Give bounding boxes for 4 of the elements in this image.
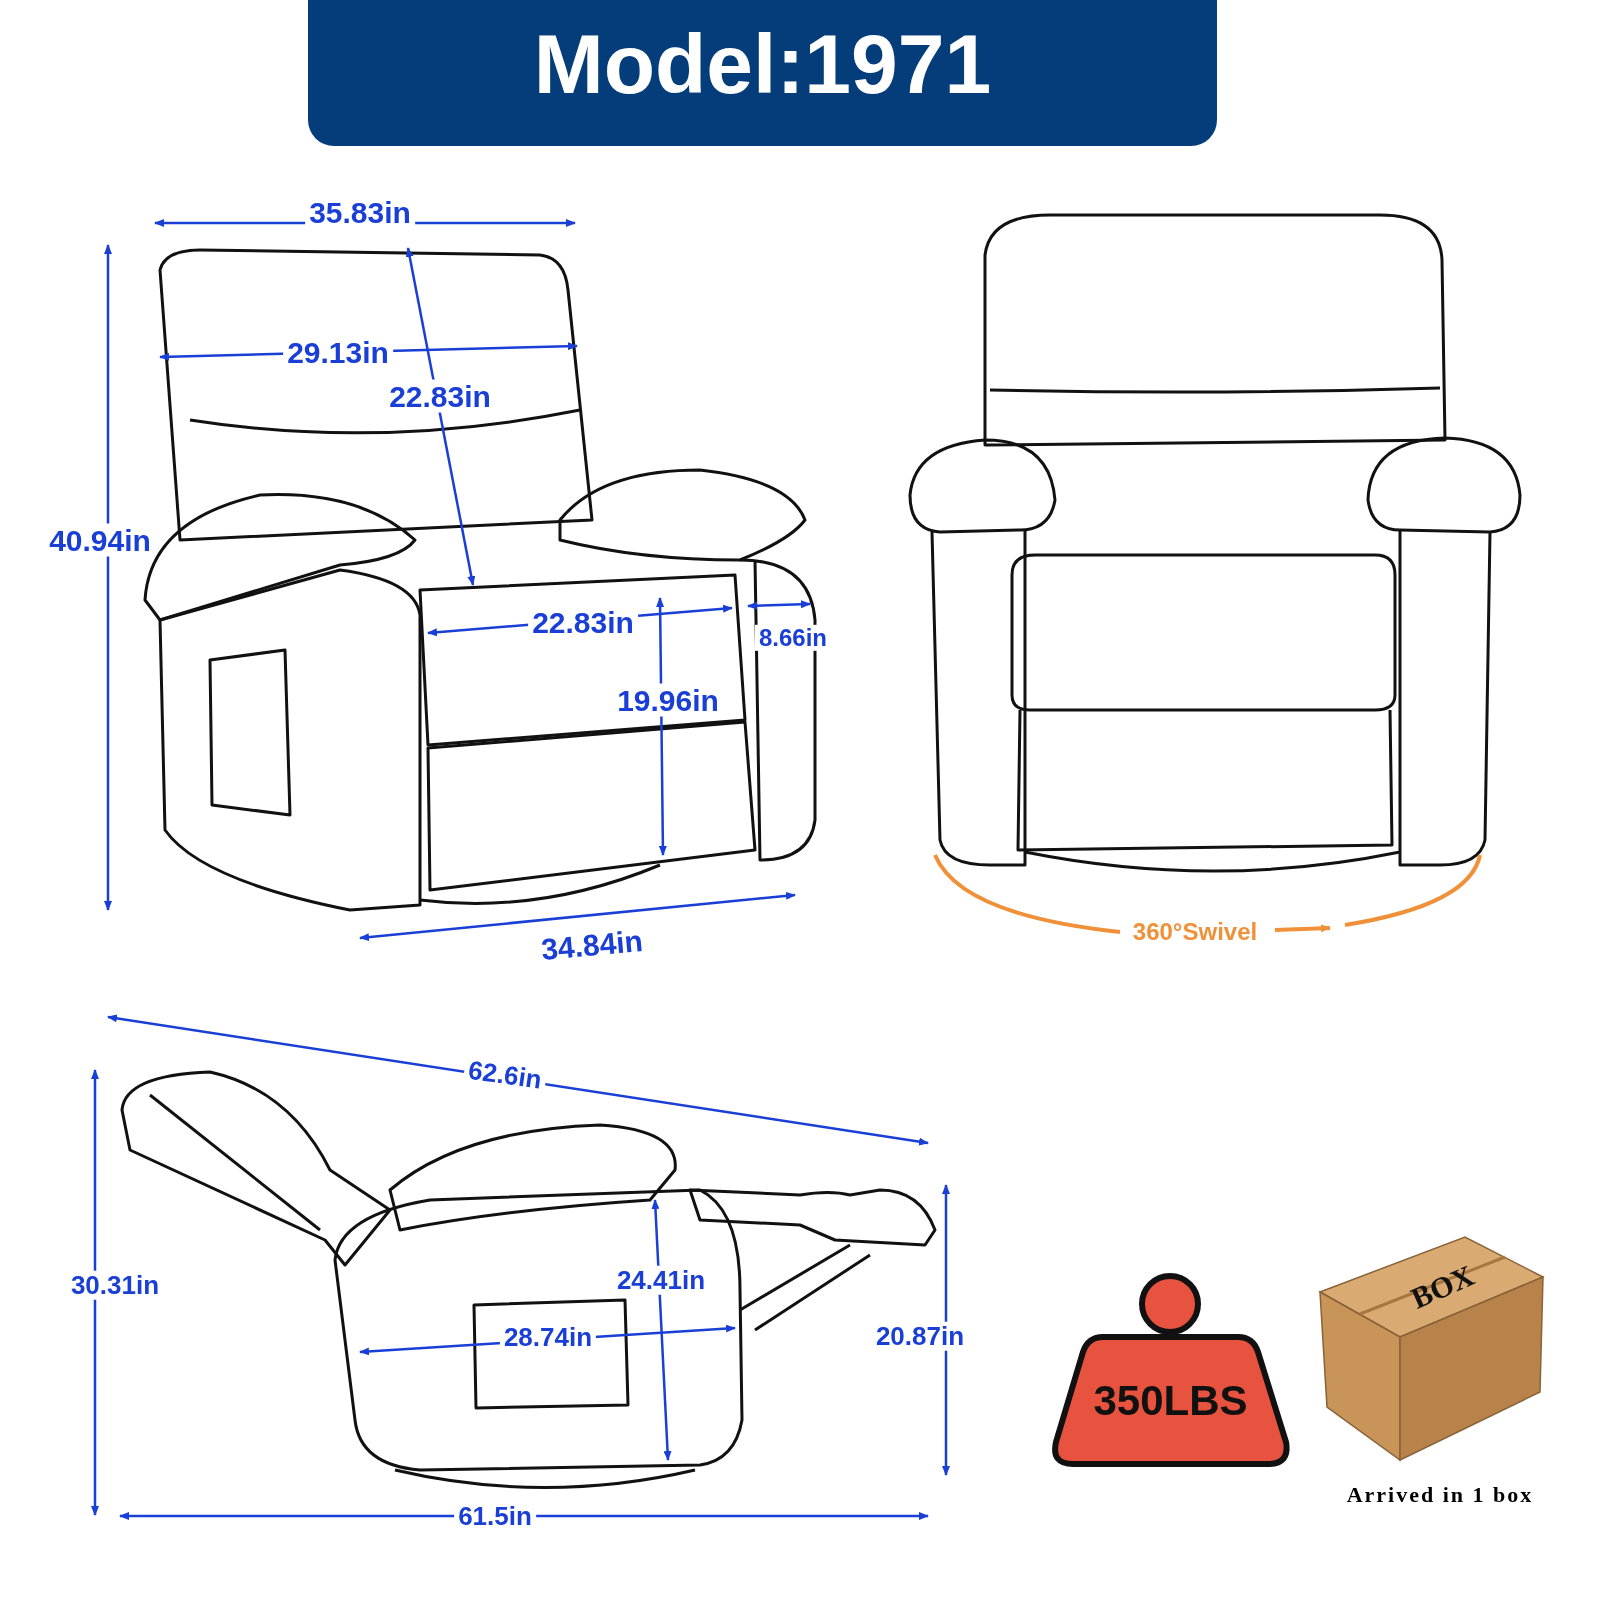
- box-label: BOX: [1405, 1258, 1480, 1316]
- caption-text: Arrived in 1 box: [1346, 1482, 1534, 1508]
- weight-label: 350LBS: [1092, 1377, 1249, 1425]
- title-text: Model:1971: [532, 16, 993, 113]
